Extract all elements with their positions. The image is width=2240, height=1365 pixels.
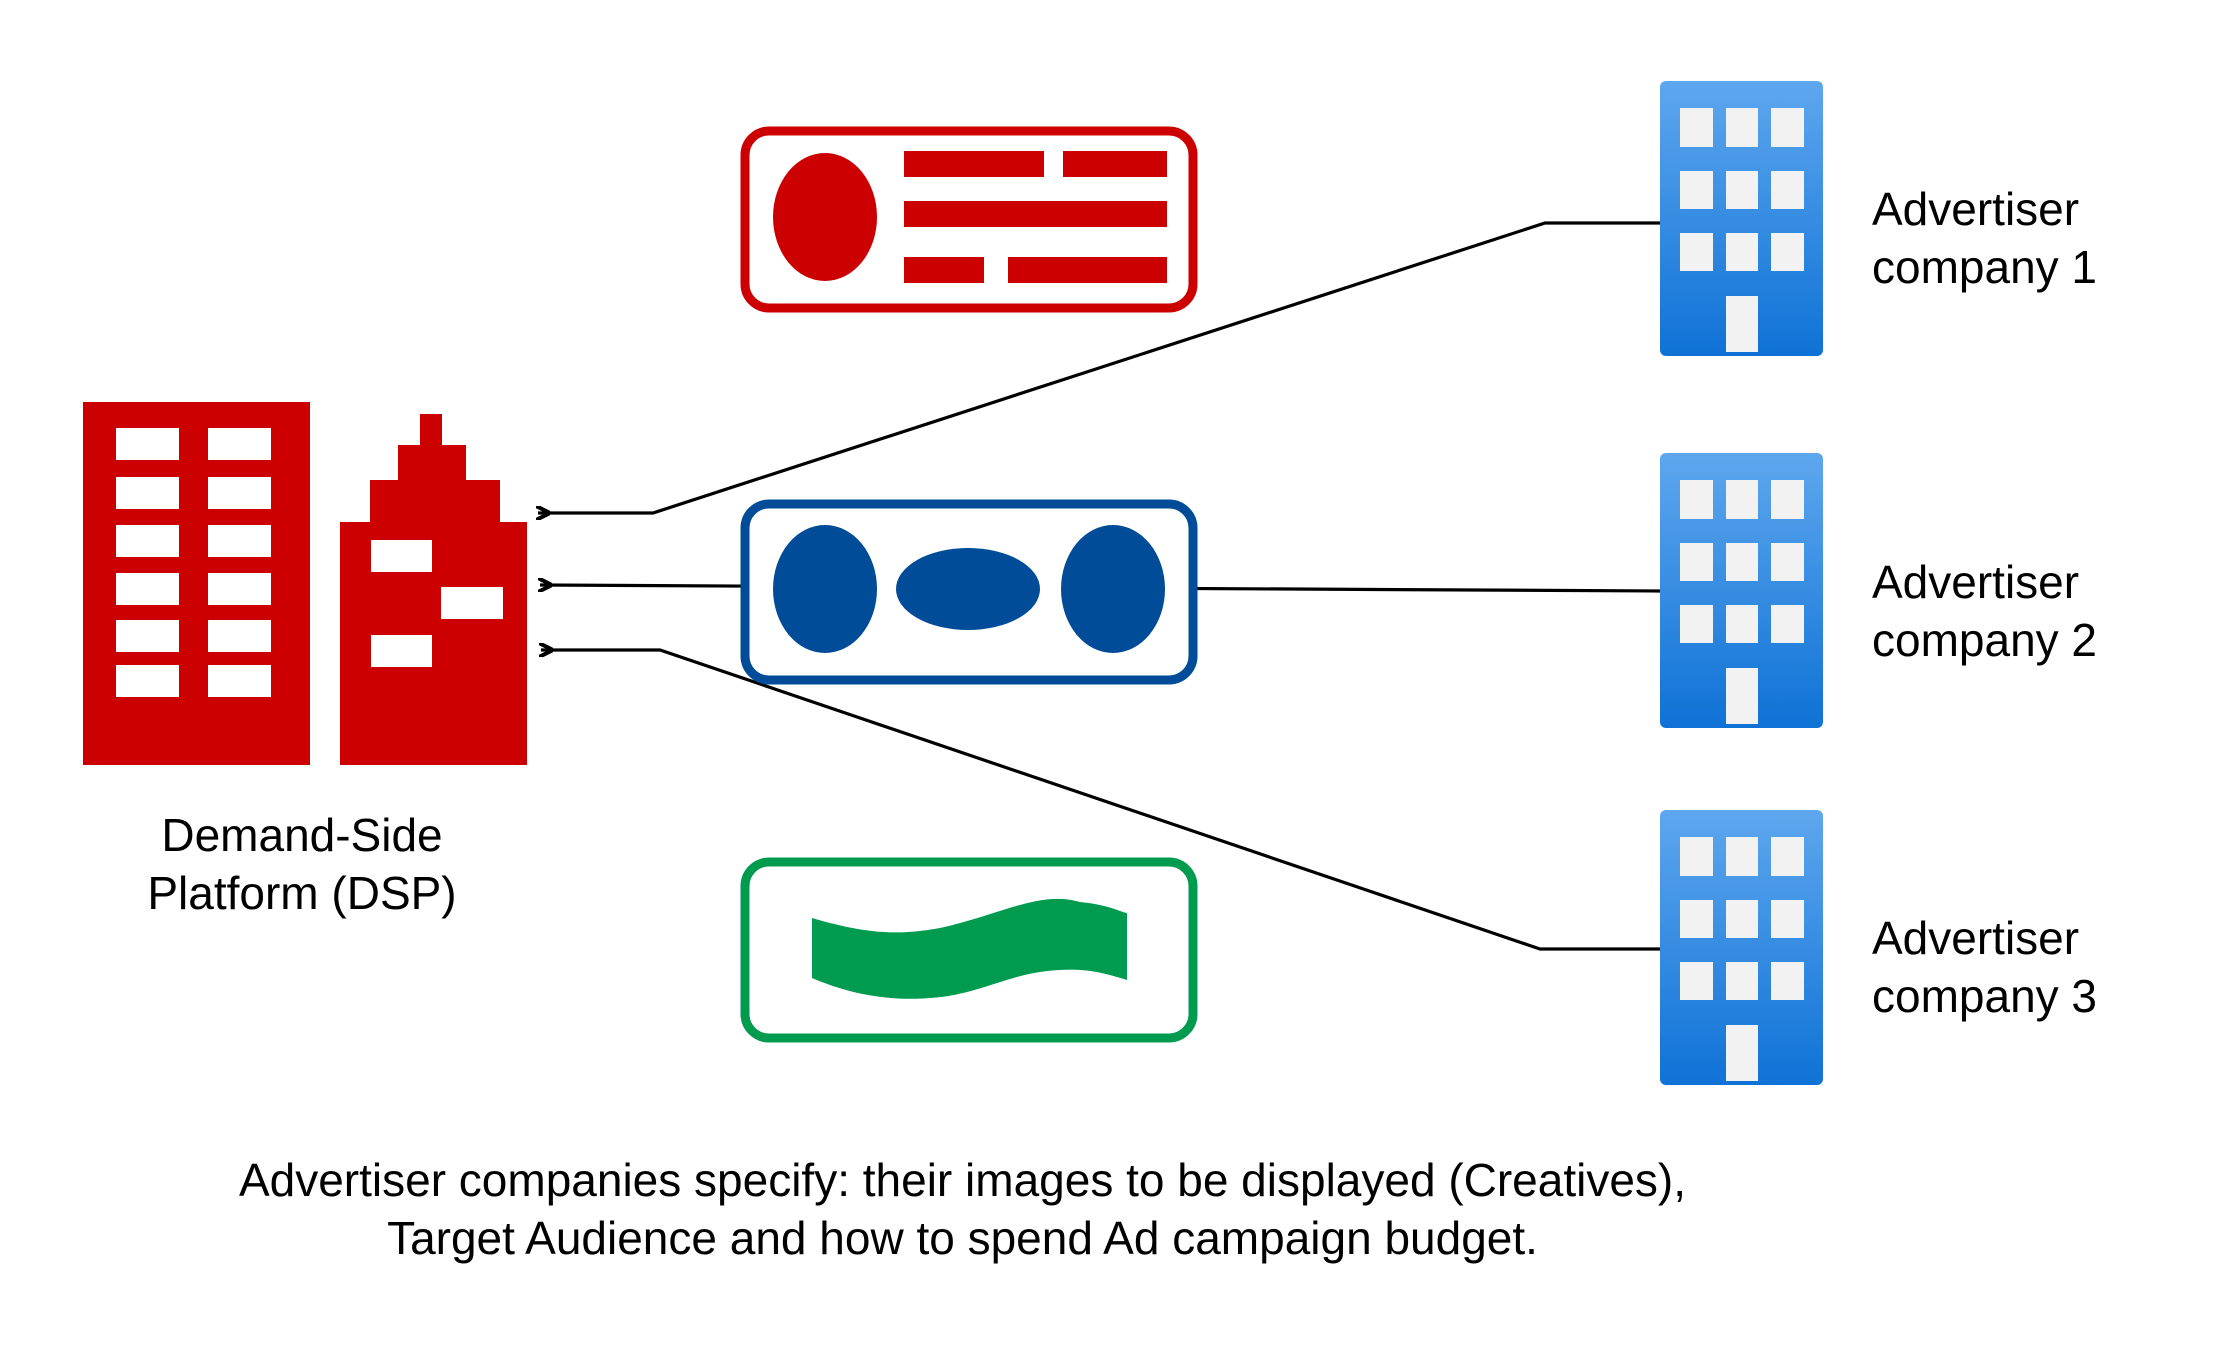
dsp-label-line1: Demand-Side	[161, 809, 443, 861]
dsp-buildings-icon	[83, 402, 527, 765]
dsp-tall-building	[83, 402, 310, 765]
creative-red-card	[740, 126, 1198, 313]
creative-green-card	[740, 857, 1198, 1043]
advertiser-label-1: Advertiser company 1	[1872, 180, 2097, 296]
advertiser-label-2-line1: Advertiser	[1872, 556, 2080, 608]
dsp-label: Demand-Side Platform (DSP)	[102, 806, 502, 922]
connector-company-3	[541, 650, 1660, 951]
advertiser-label-2: Advertiser company 2	[1872, 553, 2097, 669]
advertiser-label-3-line2: company 3	[1872, 970, 2098, 1022]
advertiser-label-3: Advertiser company 3	[1872, 909, 2097, 1025]
connector-company-1	[538, 221, 1660, 513]
dsp-label-line2: Platform (DSP)	[147, 867, 457, 919]
advertiser-label-2-line2: company 2	[1872, 614, 2098, 666]
footer-caption: Advertiser companies specify: their imag…	[0, 1151, 1925, 1267]
dsp-stepped-building	[340, 414, 527, 765]
advertiser-label-1-line2: company 1	[1872, 241, 2098, 293]
advertiser-label-1-line1: Advertiser	[1872, 183, 2080, 235]
footer-caption-line2: Target Audience and how to spend Ad camp…	[387, 1212, 1538, 1264]
advertiser-label-3-line1: Advertiser	[1872, 912, 2080, 964]
building-icon-company-2	[1660, 453, 1823, 728]
building-icon-company-3	[1660, 810, 1823, 1085]
creative-blue-card	[740, 499, 1198, 685]
footer-caption-line1: Advertiser companies specify: their imag…	[238, 1154, 1687, 1206]
building-icon-company-1	[1660, 81, 1823, 356]
